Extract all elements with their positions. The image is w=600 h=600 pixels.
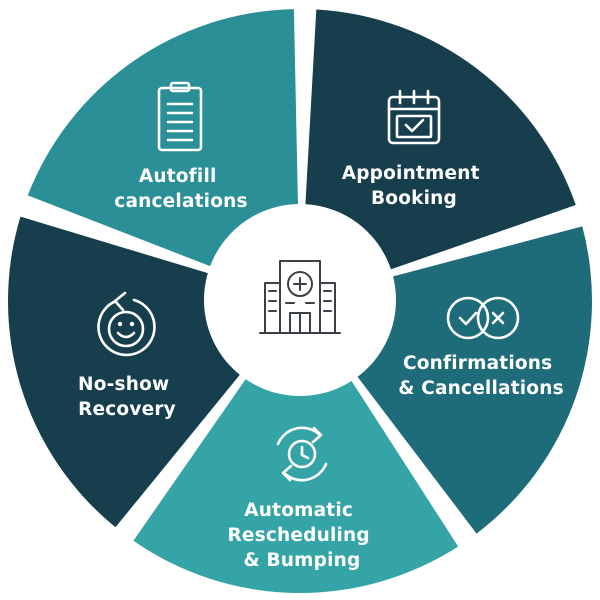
label-line: Autofill [139,166,217,187]
label-confirmations-cancellations: Confirmations & Cancellations [398,353,564,399]
label-line: Automatic [244,500,353,521]
segment-confirmations-cancellations [355,226,593,534]
hospital-icon [259,260,341,334]
wheel-segments [7,9,593,593]
segment-autofill-cancelations [27,9,299,268]
center-circle [204,204,396,396]
label-line: Appointment [342,163,480,184]
clock-cycle-icon [276,426,328,482]
calendar-check-icon [387,89,441,145]
label-line: Recovery [78,399,176,420]
clipboard-icon [157,81,203,152]
segment-appointment-booking [305,9,576,271]
segment-no-show-recovery [7,216,242,528]
label-autofill-cancelations: Autofill cancelations [114,166,247,212]
check-x-circles-icon [446,296,520,340]
label-automatic-rescheduling-bumping: Automatic Rescheduling & Bumping [227,500,376,571]
label-appointment-booking: Appointment Booking [342,163,487,209]
label-line: & Bumping [244,550,361,571]
segment-automatic-rescheduling-bumping [133,376,459,593]
label-line: cancelations [114,191,247,212]
label-line: Booking [371,188,457,209]
label-line: Confirmations [403,353,552,374]
label-no-show-recovery: No-show Recovery [78,374,176,420]
label-line: No-show [78,374,169,395]
smiley-cycle-icon [97,291,156,357]
label-line: Rescheduling [227,525,369,546]
label-line: & Cancellations [398,378,564,399]
